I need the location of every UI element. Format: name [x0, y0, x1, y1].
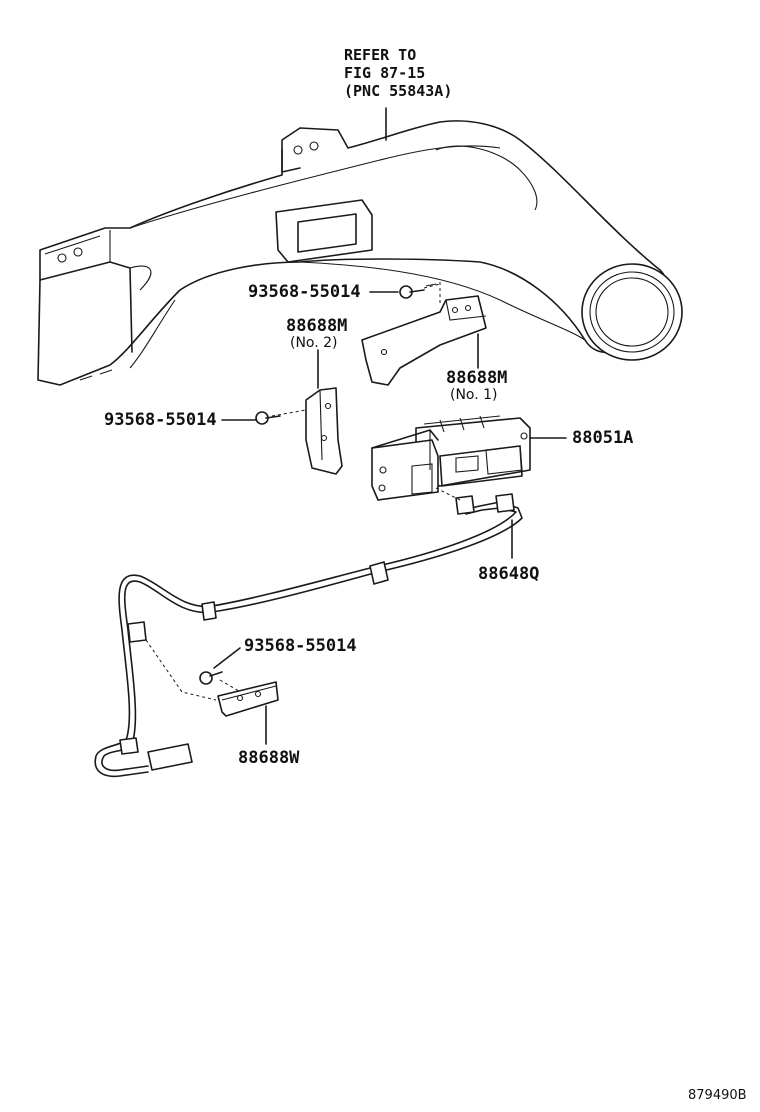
duct-clip-marks	[57, 141, 319, 263]
screw-left-label: 93568-55014	[104, 410, 217, 430]
screw-left-drawing	[221, 411, 281, 425]
figure-id: 879490B	[688, 1088, 747, 1103]
screw-top-drawing	[369, 283, 441, 299]
bracket-no1-label: 88688M	[446, 368, 508, 388]
bracket-w-drawing	[217, 681, 279, 745]
module-label: 88051A	[572, 428, 634, 448]
harness-drawing	[94, 487, 523, 778]
bracket-no1-sublabel: (No. 1)	[450, 387, 498, 403]
refer-note: REFER TO FIG 87-15 (PNC 55843A)	[344, 46, 452, 100]
module-drawing	[371, 415, 567, 501]
bracket-no2-drawing	[271, 349, 343, 475]
screw-bottom-label: 93568-55014	[244, 636, 357, 656]
harness-label: 88648Q	[478, 564, 540, 584]
screw-bottom-drawing	[199, 647, 245, 695]
refer-line1: REFER TO	[344, 46, 417, 64]
refer-line2: FIG 87-15	[344, 64, 426, 82]
refer-line3: (PNC 55843A)	[344, 82, 453, 100]
bracket-w-label: 88688W	[238, 748, 300, 768]
bracket-no2-label: 88688M	[286, 316, 348, 336]
screw-top-label: 93568-55014	[248, 282, 361, 302]
bracket-no2-sublabel: (No. 2)	[290, 335, 338, 351]
bracket-no1-drawing	[361, 282, 487, 386]
air-duct	[37, 107, 683, 386]
